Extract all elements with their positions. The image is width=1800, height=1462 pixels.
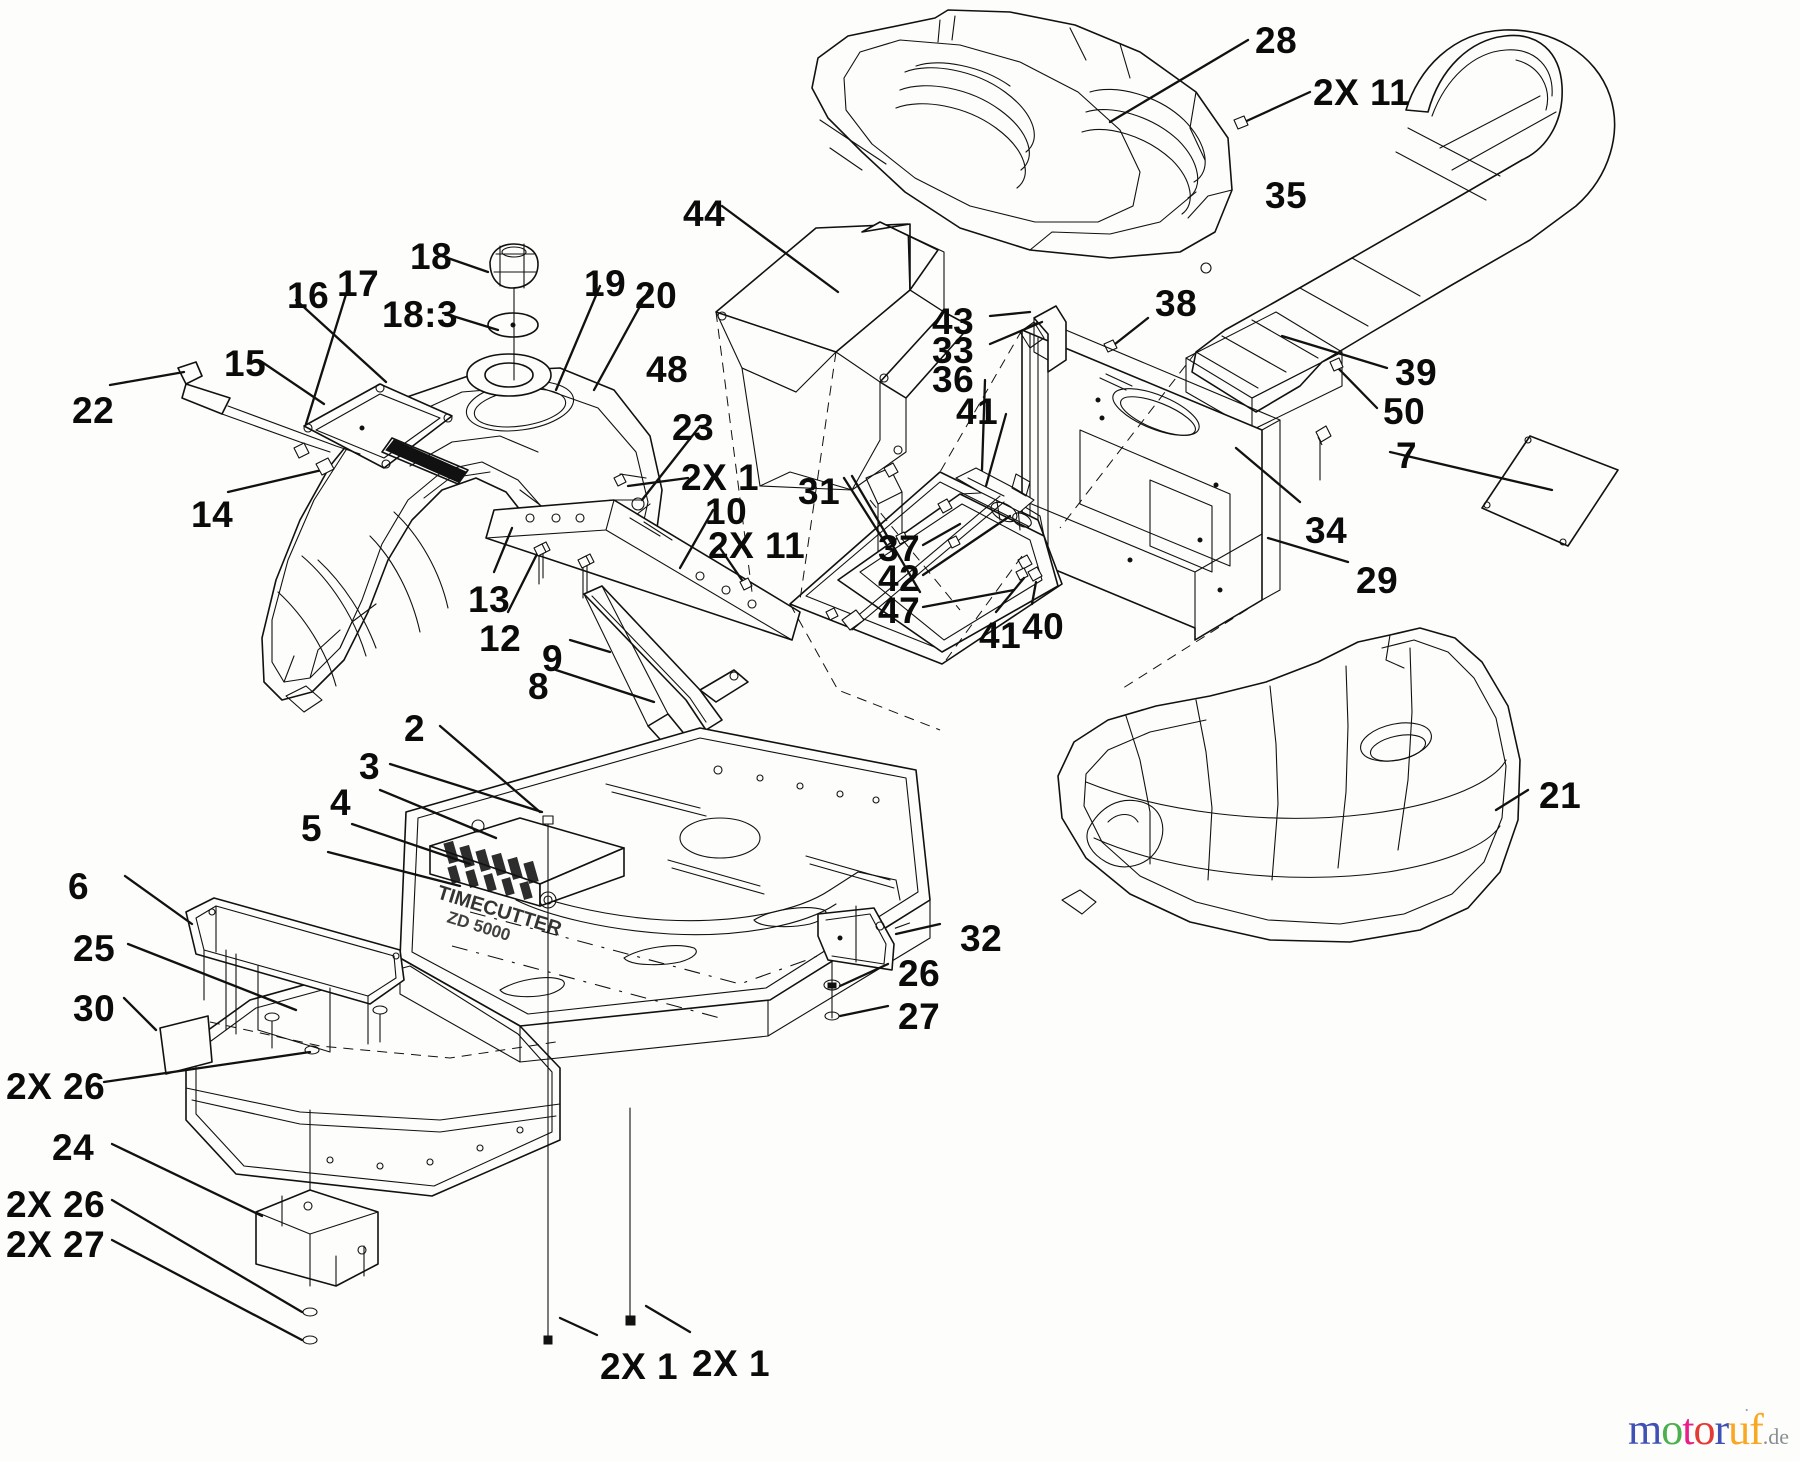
callout-15-c15: 15 xyxy=(224,343,267,384)
part-38-chute-flange xyxy=(1185,311,1343,431)
watermark-accent-dot: ˙ xyxy=(1743,1405,1750,1427)
callout-6-c6: 6 xyxy=(68,866,90,907)
callout-40-c40: 40 xyxy=(1022,606,1065,647)
callout-41-c41a: 41 xyxy=(956,391,999,432)
watermark-letter-3: o xyxy=(1693,1405,1715,1454)
part-34-screw xyxy=(1315,425,1332,446)
fastener-2x26-a xyxy=(264,1005,388,1055)
fastener-2x26-b xyxy=(302,1307,318,1345)
callout-4-c4: 4 xyxy=(330,782,352,823)
callout-42-c42: 42 xyxy=(878,558,921,599)
callout-24-c24: 24 xyxy=(52,1127,95,1168)
callout-18-3-c183: 18:3 xyxy=(382,294,459,335)
callout-50-c50: 50 xyxy=(1383,391,1426,432)
part-22-rod-handle xyxy=(177,361,331,453)
callout-2x-27-c27b: 2X 27 xyxy=(6,1224,106,1265)
callout-43-c43: 43 xyxy=(932,301,975,342)
callout-35-c35: 35 xyxy=(1265,175,1308,216)
fastener-2x1-lower xyxy=(543,1107,636,1345)
callout-12-c12: 12 xyxy=(479,618,522,659)
callout-2-c2: 2 xyxy=(404,708,426,749)
part-6-bumper xyxy=(185,897,405,1053)
callout-17-c17: 17 xyxy=(337,263,380,304)
callout-9-c9: 9 xyxy=(542,638,564,679)
callout-44-c44: 44 xyxy=(683,193,726,234)
callout-19-c19: 19 xyxy=(584,263,627,304)
callout-28-c28: 28 xyxy=(1255,20,1298,61)
callout-47-c47: 47 xyxy=(878,590,921,631)
callout-30-c30: 30 xyxy=(73,988,116,1029)
callout-20-c20: 20 xyxy=(635,275,678,316)
callout-34-c34: 34 xyxy=(1305,510,1348,551)
part-32-bracket xyxy=(817,905,895,971)
watermark-suffix: .de xyxy=(1762,1424,1790,1449)
callout-29-c29: 29 xyxy=(1356,560,1399,601)
part-19-fuel-ring xyxy=(466,353,552,397)
callout-23-c23: 23 xyxy=(672,407,715,448)
fastener-12-13 xyxy=(533,543,591,599)
callout-14-c14: 14 xyxy=(191,494,234,535)
part-17-plate xyxy=(303,383,469,485)
watermark-letter-5: u xyxy=(1728,1405,1750,1454)
part-2-screw xyxy=(542,815,554,1191)
callout-33-c33: 33 xyxy=(932,330,975,371)
callout-27-c27a: 27 xyxy=(898,996,941,1037)
callout-3-c3: 3 xyxy=(359,746,381,787)
callout-36-c36: 36 xyxy=(932,359,975,400)
callout-2x-1-c1a: 2X 1 xyxy=(681,457,760,498)
callout-2x-11-c11b: 2X 11 xyxy=(708,525,806,566)
motoruf-watermark: motoruf.de ˙ xyxy=(1628,1405,1790,1454)
callout-2x-1-c1c: 2X 1 xyxy=(692,1343,771,1384)
callout-26-c26a: 26 xyxy=(898,953,941,994)
callout-21-c21: 21 xyxy=(1539,775,1582,816)
part-30-pad xyxy=(159,1015,213,1075)
watermark-letter-0: m xyxy=(1628,1405,1662,1454)
callout-16-c16: 16 xyxy=(287,275,330,316)
part-10-cross-rail xyxy=(485,499,801,641)
watermark-letter-1: o xyxy=(1661,1405,1683,1454)
callout-8-c8: 8 xyxy=(528,666,550,707)
callout-32-c32: 32 xyxy=(960,918,1003,959)
callout-18-c18: 18 xyxy=(410,236,453,277)
callout-5-c5: 5 xyxy=(301,808,323,849)
part-24-bracket xyxy=(255,1189,379,1287)
part-21-right-fender xyxy=(1057,627,1521,943)
watermark-letter-2: t xyxy=(1682,1405,1694,1454)
callout-31-c31: 31 xyxy=(798,471,841,512)
callout-2x-26-c26c: 2X 26 xyxy=(6,1184,106,1225)
part-18-fuel-cap xyxy=(489,243,539,289)
part-7-cover-plate xyxy=(1481,435,1619,547)
callout-2x-26-c26b: 2X 26 xyxy=(6,1066,106,1107)
callout-2x-11-c11a: 2X 11 xyxy=(1313,72,1411,113)
part-18-3-washer xyxy=(487,312,539,338)
part-39-discharge-hose xyxy=(1191,29,1616,413)
callout-39-c39: 39 xyxy=(1395,352,1438,393)
callout-7-c7: 7 xyxy=(1396,435,1418,476)
part-44-hopper xyxy=(715,221,971,491)
callout-13-c13: 13 xyxy=(468,579,511,620)
callout-37-c37: 37 xyxy=(878,528,921,569)
fastener-26-27-right xyxy=(823,961,841,1021)
callout-25-c25: 25 xyxy=(73,928,116,969)
callout-48-c48: 48 xyxy=(646,349,689,390)
part-28-engine-cover xyxy=(811,9,1233,274)
callout-2x-1-c1b: 2X 1 xyxy=(600,1346,679,1387)
watermark-letter-4: r xyxy=(1714,1405,1729,1454)
callout-10-c10: 10 xyxy=(705,491,748,532)
callout-38-c38: 38 xyxy=(1155,283,1198,324)
watermark-letter-6: f xyxy=(1749,1405,1764,1454)
callout-22-c22: 22 xyxy=(72,390,115,431)
callout-41-c41b: 41 xyxy=(979,615,1022,656)
